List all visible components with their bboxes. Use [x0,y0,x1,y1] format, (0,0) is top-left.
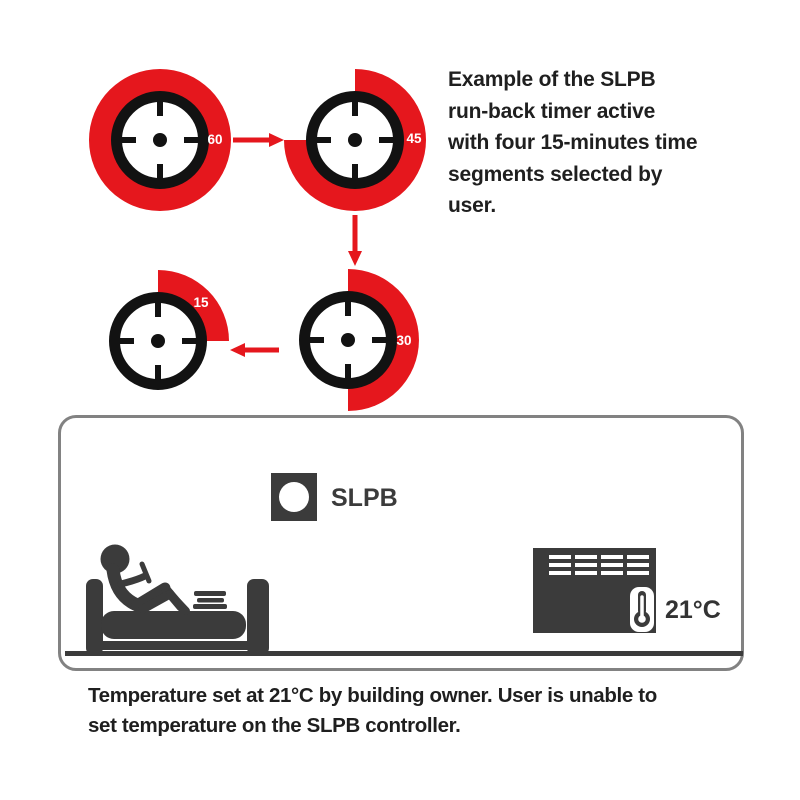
couch-left-post [86,579,103,655]
clock-center-dot [341,333,355,347]
description-line: run-back timer active [448,99,656,123]
caption: Temperature set at 21°C by building owne… [88,681,657,741]
timer-step-3: 30 [299,269,419,411]
floor-line [65,651,743,656]
description-line: segments selected by [448,162,663,186]
timer-minutes-label: 45 [406,131,422,146]
timer-minutes-label: 60 [207,132,222,147]
person-torso [106,563,144,612]
couch-frame [101,641,250,650]
clock-ticks [309,301,387,379]
caption-line: set temperature on the SLPB controller. [88,714,461,737]
person-arm [117,572,149,588]
person-leg [166,590,190,615]
book-stack [193,604,227,609]
timer-step-4: 15 [109,270,229,390]
description-line: user. [448,194,497,217]
timer-step-1: 60 [89,68,232,212]
caption-line: Temperature set at 21°C by building owne… [88,684,657,707]
temperature-label: 21°C [665,596,721,624]
clock-center-dot [348,133,362,147]
timer-description: Example of the SLPB run-back timer activ… [448,64,698,222]
couch-right-post [247,579,269,655]
timer-flow-diagram: 60 45 30 [89,68,426,411]
clock-center-dot [151,334,165,348]
handheld-device-icon [139,561,152,584]
controller-button-icon [279,482,309,512]
timer-minutes-label: 30 [396,333,411,348]
book-stack [194,591,226,596]
person-leg [131,582,171,611]
slpb-label: SLPB [331,484,398,512]
person-leg [138,589,175,614]
arrow-left-icon [230,343,279,357]
heater-icon [533,548,656,633]
clock-ticks [119,302,197,380]
arrow-right-icon [233,133,284,147]
slpb-controller-icon [271,473,317,521]
arrow-down-icon [348,215,362,266]
clock-ticks [121,101,199,179]
heater-vents [549,555,649,575]
timer-step-2: 45 [284,69,426,211]
description-line: with four 15-minutes time [448,131,698,154]
book-stack [197,598,224,603]
thermometer-icon [630,587,654,632]
couch-mattress [101,611,246,639]
room-box: SLPB 21°C [58,415,744,671]
person-on-couch-icon [86,544,269,655]
clock-ticks [316,101,394,179]
timer-minutes-label: 15 [193,295,209,310]
description-line: Example of the SLPB [448,68,656,91]
clock-center-dot [153,133,167,147]
